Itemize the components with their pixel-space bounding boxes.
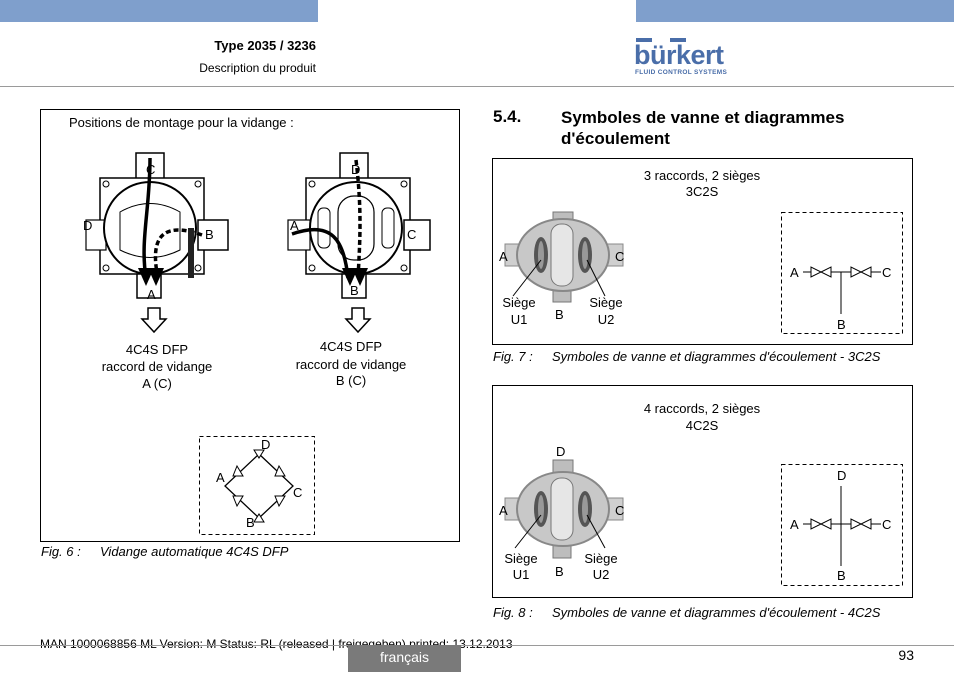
valve-b-port-bottom: B <box>350 283 359 298</box>
mounting-heading: Positions de montage pour la vidange : <box>69 115 294 130</box>
fig6-label: Fig. 6 : <box>41 544 81 559</box>
valve-a-port-top: C <box>146 162 156 177</box>
fig7-symbol-port-a: A <box>790 265 799 280</box>
logo-wordmark: bürkert <box>634 40 724 70</box>
header-band-right <box>636 0 954 22</box>
valve-b-caption-1: 4C4S DFP <box>319 339 383 354</box>
fig8-label: Fig. 8 : <box>493 605 533 620</box>
fig8-photo-port-b: B <box>555 564 564 579</box>
fig6-caption: Vidange automatique 4C4S DFP <box>100 544 289 559</box>
fig8-seat-u1-label: Siège <box>504 551 538 566</box>
header-band-left <box>0 0 318 22</box>
fig8-photo-port-d: D <box>556 444 566 459</box>
fig7-photo-port-b: B <box>555 307 564 322</box>
header-rule <box>0 86 954 87</box>
fig7-seat-u2-id: U2 <box>597 312 615 327</box>
page-number: 93 <box>898 647 914 663</box>
valve-a-caption-1: 4C4S DFP <box>125 342 189 357</box>
fig7-seat-u1-label: Siège <box>502 295 536 310</box>
valve-4c2s-photo <box>504 459 624 559</box>
valve-b-port-top: D <box>351 162 361 177</box>
document-subtitle: Description du produit <box>199 61 316 75</box>
valve-a-port-bottom: A <box>147 287 156 302</box>
valve-b-port-right: C <box>407 227 417 242</box>
3c2s-flow-symbol <box>781 212 903 334</box>
fig7-photo-port-a: A <box>499 249 508 264</box>
symbol-port-d: D <box>261 437 271 452</box>
valve-b-caption-3: B (C) <box>335 373 367 388</box>
fig7-caption: Symboles de vanne et diagrammes d'écoule… <box>552 349 881 364</box>
valve-a-port-left: D <box>83 218 93 233</box>
valve-3c2s-photo <box>504 211 624 303</box>
valve-a-port-right: B <box>205 227 214 242</box>
valve-drain-b-drawing <box>287 152 431 299</box>
fig8-seat-u1-id: U1 <box>512 567 530 582</box>
figure-7-frame <box>492 158 913 345</box>
symbol-port-c: C <box>293 485 303 500</box>
fig7-label: Fig. 7 : <box>493 349 533 364</box>
section-number: 5.4. <box>493 107 522 126</box>
fig7-photo-port-c: C <box>615 249 625 264</box>
section-title: Symboles de vanne et diagrammes d'écoule… <box>561 108 845 148</box>
valve-b-caption-2: raccord de vidange <box>295 357 407 372</box>
symbol-port-b: B <box>246 515 255 530</box>
fig8-photo-port-a: A <box>499 503 508 518</box>
logo-tagline: FLUID CONTROL SYSTEMS <box>635 69 728 76</box>
figure-8-frame <box>492 385 913 598</box>
fig7-symbol-port-b: B <box>837 317 846 332</box>
fig8-symbol-port-a: A <box>790 517 799 532</box>
4c2s-flow-symbol <box>781 464 903 586</box>
fig8-caption: Symboles de vanne et diagrammes d'écoule… <box>552 605 881 620</box>
document-type-title: Type 2035 / 3236 <box>214 38 316 53</box>
down-arrow-icon <box>344 307 372 334</box>
valve-drain-a-drawing <box>85 152 229 299</box>
fig7-title-2: 3C2S <box>685 184 719 199</box>
fig8-symbol-port-d: D <box>837 468 847 483</box>
fig8-title-2: 4C2S <box>685 418 719 433</box>
fig8-symbol-port-b: B <box>837 568 846 583</box>
fig8-symbol-port-c: C <box>882 517 892 532</box>
language-tab: français <box>348 645 461 672</box>
4c4s-flow-symbol <box>199 436 315 535</box>
fig7-symbol-port-c: C <box>882 265 892 280</box>
fig8-photo-port-c: C <box>615 503 625 518</box>
footer-rule <box>0 645 954 646</box>
fig7-seat-u1-id: U1 <box>510 312 528 327</box>
fig7-seat-u2-label: Siège <box>589 295 623 310</box>
valve-a-caption-2: raccord de vidange <box>101 359 213 374</box>
valve-b-port-left: A <box>290 218 299 233</box>
figure-6-frame <box>40 109 460 542</box>
fig8-title-1: 4 raccords, 2 sièges <box>643 401 761 416</box>
fig7-title-1: 3 raccords, 2 sièges <box>643 168 761 183</box>
burkert-logo: bürkert FLUID CONTROL SYSTEMS <box>634 38 734 78</box>
fig8-seat-u2-id: U2 <box>592 567 610 582</box>
valve-a-caption-3: A (C) <box>142 376 172 391</box>
down-arrow-icon <box>140 307 168 334</box>
symbol-port-a: A <box>216 470 225 485</box>
fig8-seat-u2-label: Siège <box>584 551 618 566</box>
